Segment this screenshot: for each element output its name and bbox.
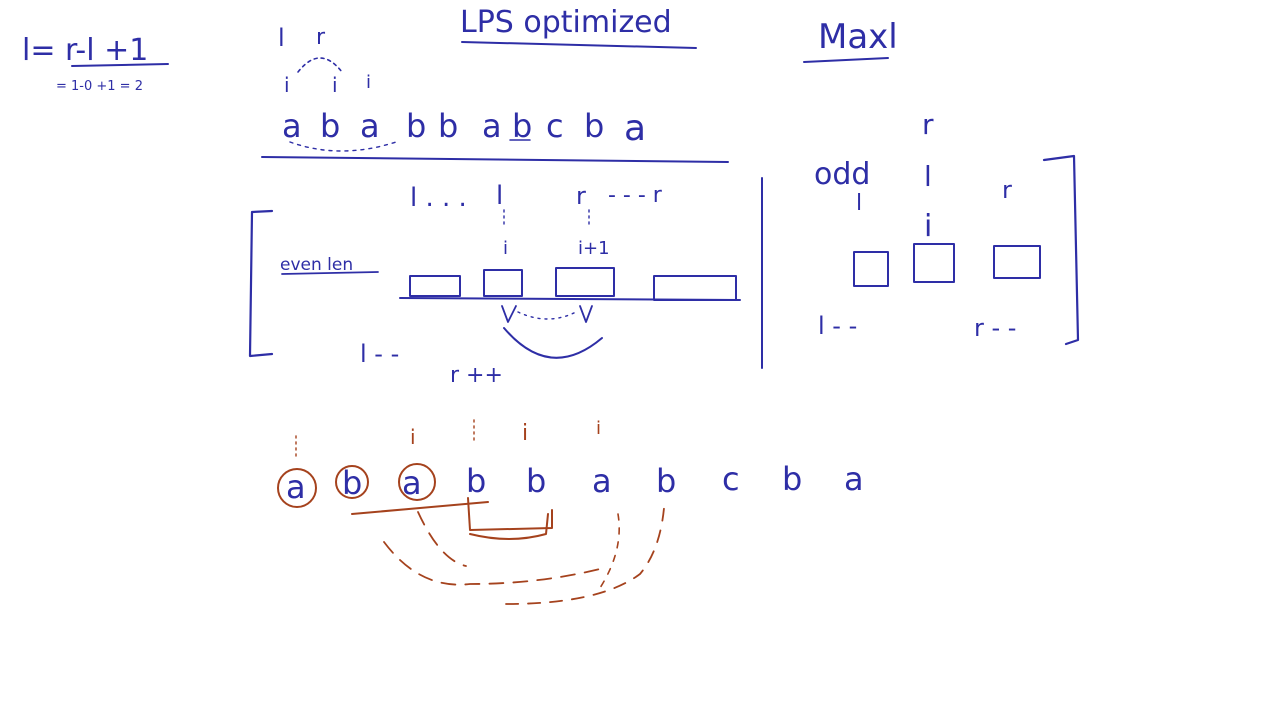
top-dotted-arc [289, 141, 397, 152]
even-check-left [501, 305, 517, 323]
bottom-red-arc [383, 541, 605, 586]
bottom-string: a b a b b a b c b a [286, 460, 864, 506]
bottom-i-mark: i [522, 421, 528, 446]
bottom-i-mark: i [596, 418, 601, 439]
odd-i-mark: i [924, 209, 932, 244]
even-len-underline [281, 271, 379, 275]
even-l-mark: l [496, 181, 503, 211]
formula-underline [71, 63, 169, 67]
top-char: b [438, 107, 458, 145]
bottom-char: b [526, 462, 546, 500]
formula-example: = 1-0 +1 = 2 [56, 79, 143, 94]
maxl-label: Maxl [818, 17, 898, 57]
top-pointer-r: r [316, 25, 326, 50]
odd-r-mark: r [1002, 176, 1012, 204]
bottom-char: a [286, 468, 306, 506]
even-arc [503, 327, 603, 359]
bottom-red-bracket [467, 497, 553, 531]
even-len-label: even len [280, 255, 353, 275]
top-i-1: i [284, 73, 290, 97]
bottom-char: a [844, 460, 864, 498]
formula-main: l= r-l +1 [22, 33, 148, 68]
top-i-3: i [366, 72, 371, 93]
even-baseline [399, 297, 741, 301]
maxl-underline [803, 57, 889, 63]
bottom-char: c [722, 460, 740, 498]
top-divider-line [261, 156, 729, 163]
bottom-circle [335, 465, 369, 499]
bottom-char: b [342, 464, 362, 502]
even-dotted-link [517, 311, 577, 320]
even-r-mark: r [576, 182, 586, 210]
top-pointer-l: l [278, 24, 285, 52]
even-box [483, 269, 523, 297]
odd-r-top: r [922, 108, 934, 141]
top-char: a [624, 108, 646, 149]
bottom-circle [398, 463, 436, 501]
even-i-plus: i+1 [578, 238, 610, 259]
top-char: c [546, 107, 564, 145]
bottom-char: b [466, 462, 486, 500]
even-box [555, 267, 615, 297]
even-l-move: l . . . [410, 183, 467, 213]
top-char: a [482, 107, 502, 145]
bottom-char: b [782, 460, 802, 498]
bottom-red-arc [417, 511, 467, 567]
top-pointer-arc [297, 57, 343, 73]
odd-box [853, 251, 889, 287]
odd-l-dec: l - - [818, 312, 857, 340]
top-char: b [406, 107, 426, 145]
even-r-move: - - - r [608, 183, 663, 208]
even-box [653, 275, 737, 301]
odd-label: odd [814, 157, 870, 192]
odd-l-mark: l [856, 191, 862, 216]
top-char: b [584, 107, 604, 145]
title-underline [461, 41, 697, 49]
odd-box [913, 243, 955, 283]
bottom-char: b [656, 462, 676, 500]
odd-right-bracket [1042, 154, 1080, 346]
top-i-2: i [332, 73, 338, 97]
page-title: LPS optimized [460, 5, 672, 40]
bottom-char: a [402, 464, 422, 502]
bottom-red-bracket-outer [469, 513, 549, 540]
top-string: a b a b b a b c b a [282, 107, 646, 149]
bottom-red-arc [599, 513, 620, 589]
odd-r-dec: r - - [974, 314, 1016, 342]
bottom-red-arc [505, 507, 665, 605]
bottom-char: a [592, 462, 612, 500]
bottom-circle [277, 468, 317, 508]
even-left-bracket [248, 209, 274, 358]
even-l-dec: l - - [360, 340, 399, 368]
top-char: b [512, 107, 532, 145]
top-char: a [282, 107, 302, 145]
bottom-i-mark: i [410, 425, 416, 449]
even-box [409, 275, 461, 297]
bottom-i-marks: i i i [410, 418, 601, 449]
top-char: a [360, 107, 380, 145]
even-r-inc: r ++ [450, 363, 503, 388]
odd-l-top: l [924, 160, 932, 193]
top-char: b [320, 107, 340, 145]
even-check-right [579, 305, 593, 323]
even-i-mark: i [503, 238, 508, 259]
odd-box [993, 245, 1041, 279]
bottom-red-underline [351, 501, 489, 515]
